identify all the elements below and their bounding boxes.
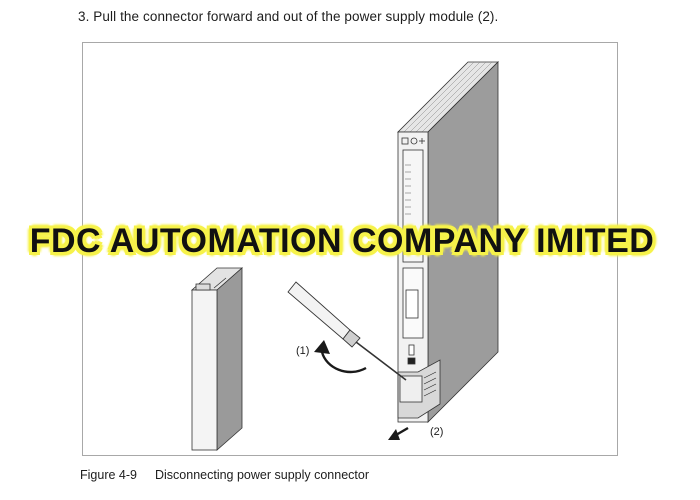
- rotation-arrow-head: [314, 340, 330, 354]
- instruction-step: 3. Pull the connector forward and out of…: [78, 9, 499, 24]
- pull-arrow: [395, 426, 409, 437]
- callout-1: (1): [296, 345, 310, 357]
- figure-caption-text: Disconnecting power supply connector: [154, 468, 369, 482]
- callout-2: (2): [430, 426, 444, 438]
- power-supply-module: [397, 61, 499, 423]
- watermark-text: FDC AUTOMATION COMPANY IMITED: [29, 222, 655, 260]
- pull-arrow-head: [388, 429, 400, 440]
- screwdriver: [287, 281, 407, 381]
- figure-number: Figure 4-9: [80, 468, 137, 482]
- rotation-arrow: [320, 351, 367, 374]
- figure-caption: Figure 4-9 Disconnecting power supply con…: [80, 468, 369, 482]
- figure-frame: [82, 42, 618, 456]
- removed-connector: [190, 267, 244, 451]
